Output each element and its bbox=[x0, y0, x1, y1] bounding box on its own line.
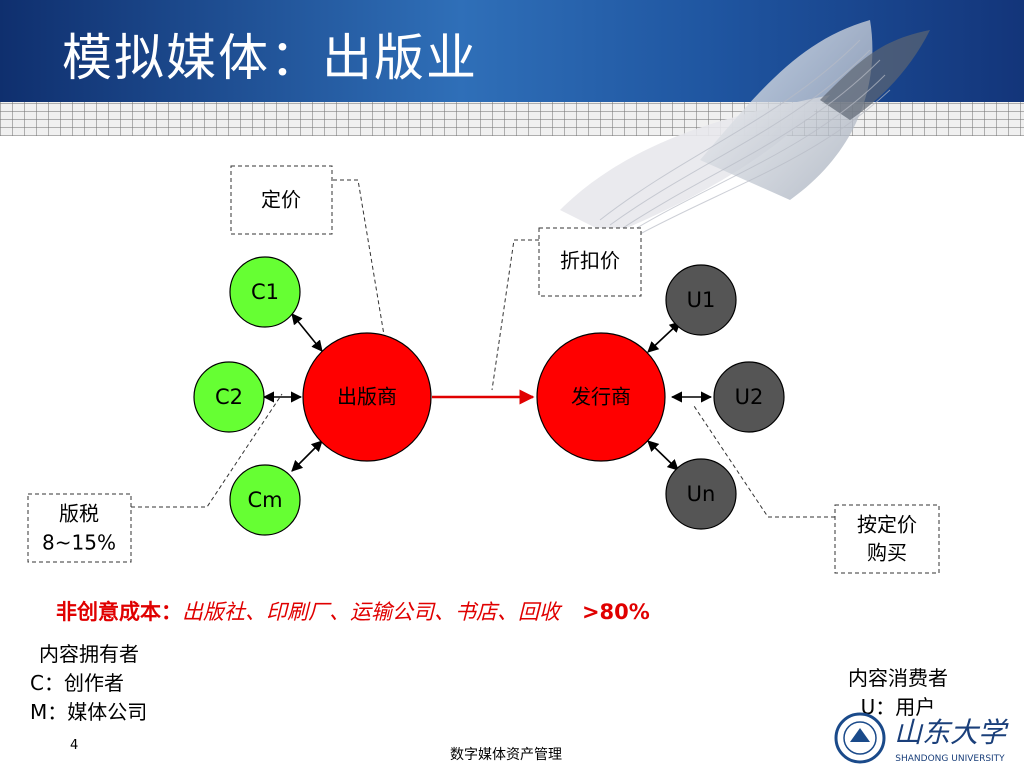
shandong-university-logo: 山东大学 SHANDONG UNIVERSITY bbox=[834, 712, 1009, 764]
noncreative-label: 非创意成本： bbox=[56, 600, 182, 624]
noncreative-share: >80% bbox=[581, 600, 650, 624]
discount-price-leader bbox=[491, 239, 539, 391]
node-c2-label: C2 bbox=[215, 385, 243, 409]
callout-discount-price-box bbox=[538, 227, 642, 297]
university-name-en: SHANDONG UNIVERSITY bbox=[895, 754, 1005, 764]
node-u2-label: U2 bbox=[735, 385, 764, 409]
node-distributor bbox=[536, 332, 666, 462]
callout-discount-price: 折扣价 bbox=[560, 249, 620, 273]
callout-buy-box bbox=[834, 504, 940, 574]
node-c1 bbox=[229, 256, 301, 328]
node-cm-label: Cm bbox=[247, 488, 282, 512]
node-u1-label: U1 bbox=[687, 288, 716, 312]
callout-list-price: 定价 bbox=[261, 188, 301, 212]
university-name-cn: 山东大学 bbox=[894, 716, 1009, 749]
node-un-label: Un bbox=[687, 482, 716, 506]
owner-c: C：创作者 bbox=[30, 671, 124, 695]
owner-m: M：媒体公司 bbox=[30, 700, 148, 724]
node-cm bbox=[229, 464, 301, 536]
node-publisher bbox=[302, 332, 432, 462]
callout-royalty-line1: 版税 bbox=[59, 502, 99, 526]
list-price-leader bbox=[333, 179, 385, 336]
distributor-un-arrow bbox=[647, 440, 679, 471]
noncreative-items: 出版社、印刷厂、运输公司、书店、回收 bbox=[182, 600, 560, 624]
content-owner-legend: 内容拥有者 C：创作者 M：媒体公司 bbox=[30, 640, 147, 727]
footer-text: 数字媒体资产管理 bbox=[450, 747, 562, 763]
node-c2 bbox=[193, 361, 265, 433]
node-u2 bbox=[713, 361, 785, 433]
callout-list-price-box bbox=[230, 165, 333, 235]
consumer-title: 内容消费者 bbox=[848, 666, 948, 690]
slide-title: 模拟媒体：出版业 bbox=[62, 29, 478, 87]
distributor-u1-arrow bbox=[647, 321, 681, 353]
noncreative-cost-note: 非创意成本：出版社、印刷厂、运输公司、书店、回收 >80% bbox=[56, 596, 650, 626]
content-consumer-legend: 内容消费者 U：用户 bbox=[848, 664, 948, 722]
c1-publisher-arrow bbox=[291, 313, 323, 352]
node-un bbox=[665, 458, 737, 530]
node-publisher-label: 出版商 bbox=[337, 385, 397, 409]
consumer-u: U：用户 bbox=[860, 695, 936, 719]
node-distributor-label: 发行商 bbox=[571, 385, 631, 409]
callout-buy-line1: 按定价 bbox=[857, 513, 917, 537]
page-number: 4 bbox=[70, 738, 79, 753]
callout-buy-line2: 购买 bbox=[867, 541, 907, 565]
node-u1 bbox=[665, 264, 737, 336]
callout-royalty-box bbox=[27, 493, 132, 563]
cm-publisher-arrow bbox=[291, 440, 323, 472]
callout-royalty-line2: 8~15% bbox=[42, 531, 116, 555]
buy-leader bbox=[693, 405, 835, 518]
owner-title: 内容拥有者 bbox=[39, 642, 139, 666]
decorative-swirl bbox=[560, 20, 930, 235]
node-c1-label: C1 bbox=[251, 280, 279, 304]
